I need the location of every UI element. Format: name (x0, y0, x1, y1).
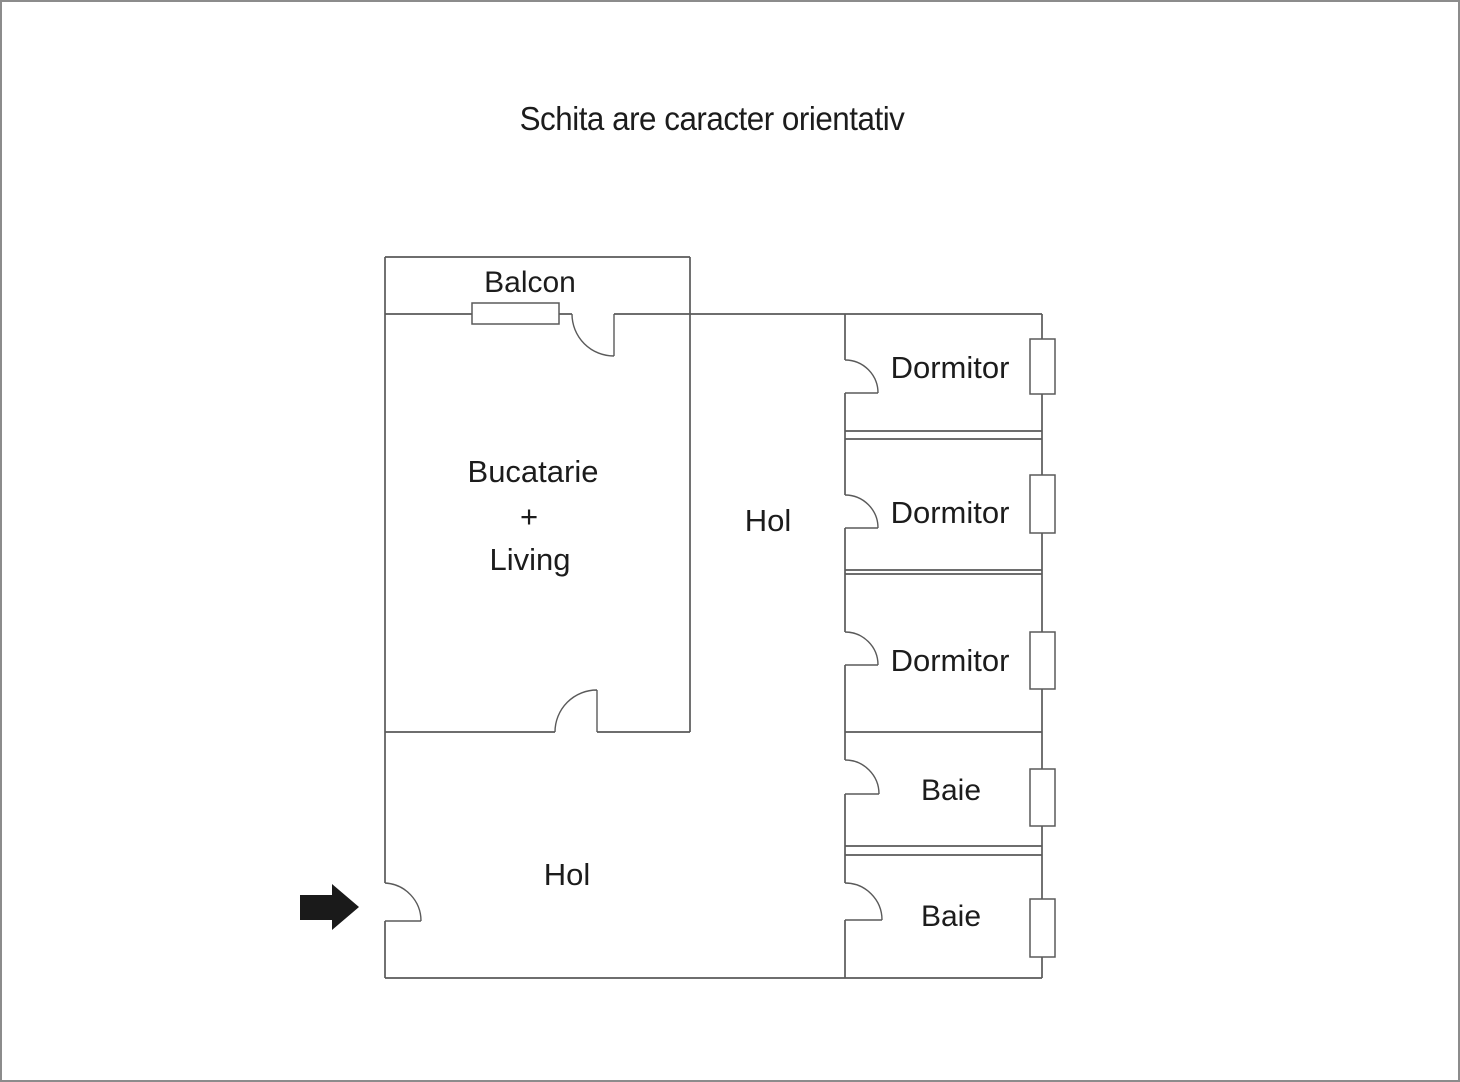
room-divider-walls (845, 430, 1042, 856)
room-label-hol-middle: Hol (744, 503, 792, 538)
room-label-baie-2: Baie (920, 900, 982, 933)
dormitor-2-window (1029, 474, 1056, 534)
dormitor-1-window (1029, 338, 1056, 395)
room-label-hol-lower: Hol (543, 857, 591, 892)
dormitor-2-door-swing (844, 494, 879, 529)
plan-title: Schita are caracter orientativ (519, 100, 905, 137)
room-label-baie-1: Baie (920, 774, 982, 807)
room-label-dormitor-2: Dormitor (890, 495, 1010, 530)
baie-1-window (1029, 768, 1056, 827)
balcony-door-swing (571, 313, 615, 357)
baie-2-door-swing (844, 882, 883, 921)
dormitor-3-window (1029, 631, 1056, 690)
room-label-bucatarie: Bucatarie (467, 454, 599, 489)
room-label-dormitor-1: Dormitor (890, 350, 1010, 385)
baie-1-door-swing (844, 759, 880, 795)
dormitor-1-door-swing (844, 359, 879, 394)
room-label-balcon: Balcon (484, 266, 576, 299)
entrance-arrow-icon (300, 884, 359, 930)
entrance-door-swing (384, 882, 422, 922)
baie-2-window (1029, 898, 1056, 958)
room-label-plus: + (519, 499, 539, 534)
dormitor-3-door-swing (844, 631, 879, 666)
room-label-dormitor-3: Dormitor (890, 643, 1010, 678)
room-label-living: Living (489, 542, 571, 577)
living-door-swing (554, 689, 598, 733)
balcony-window (471, 302, 560, 325)
